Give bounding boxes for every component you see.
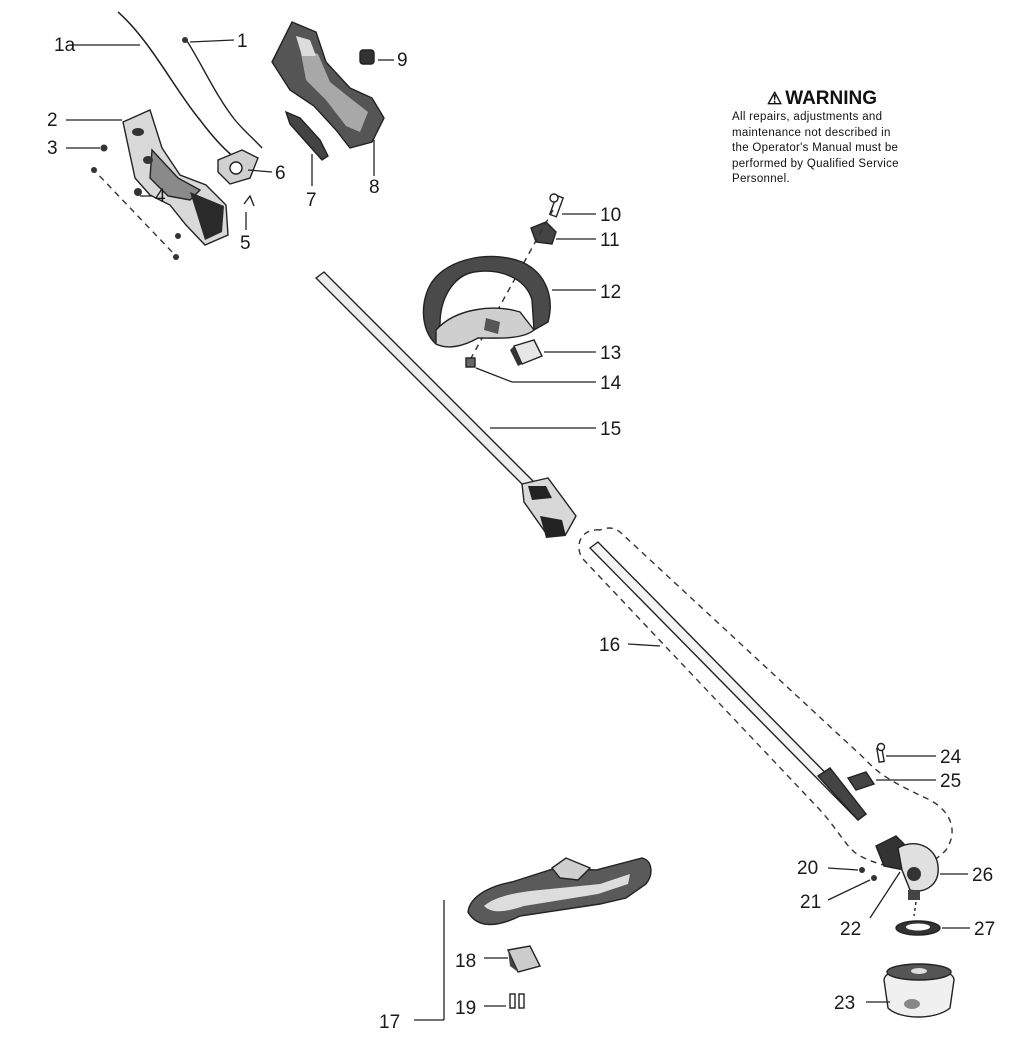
gear-head-26 xyxy=(875,835,939,900)
screw xyxy=(175,233,181,239)
callout-27: 27 xyxy=(974,919,995,940)
warning-line: maintenance not described in xyxy=(732,126,891,139)
callout-5: 5 xyxy=(240,233,251,254)
callout-16: 16 xyxy=(599,635,620,656)
callout-25: 25 xyxy=(940,771,961,792)
warning-line: Personnel. xyxy=(732,173,790,185)
grass-guard xyxy=(467,857,652,926)
spring-5 xyxy=(243,194,255,207)
callout-9: 9 xyxy=(397,50,408,71)
warning-notice: ⚠WARNING All repairs, adjustments and ma… xyxy=(732,88,962,188)
callout-26: 26 xyxy=(972,865,993,886)
callout-17: 17 xyxy=(379,1012,400,1033)
screws-19 xyxy=(509,993,525,1009)
callout-21: 21 xyxy=(800,892,821,913)
guard-bracket-18 xyxy=(506,945,542,973)
trimmer-head-23 xyxy=(883,963,955,1018)
callout-2: 2 xyxy=(47,110,58,131)
washer-27 xyxy=(895,920,941,936)
callout-3: 3 xyxy=(47,138,58,159)
warning-line: the Operator's Manual must be xyxy=(732,142,899,154)
callout-14: 14 xyxy=(600,373,622,394)
callout-24: 24 xyxy=(940,747,962,768)
screw-3 xyxy=(100,144,108,152)
throttle-trigger xyxy=(284,110,329,161)
callout-23: 23 xyxy=(834,993,855,1014)
rear-handle-housing xyxy=(122,109,229,246)
bolt-10 xyxy=(548,193,565,218)
callout-12: 12 xyxy=(600,282,621,303)
callout-6: 6 xyxy=(275,163,286,184)
lower-shaft-outline xyxy=(578,527,953,869)
warning-title-text: WARNING xyxy=(785,88,878,109)
callout-1a: 1a xyxy=(54,35,76,56)
warning-line: performed by Qualified Service xyxy=(732,157,899,170)
front-assist-handle xyxy=(422,255,551,348)
lockout-lever xyxy=(217,149,259,185)
screw-4 xyxy=(134,188,142,196)
handle-housing-half xyxy=(271,21,385,149)
warning-title: ⚠WARNING xyxy=(732,88,912,110)
callout-10: 10 xyxy=(600,205,621,226)
screw xyxy=(91,167,97,173)
upper-shaft xyxy=(314,271,577,538)
callout-13: 13 xyxy=(600,343,621,364)
screw-20 xyxy=(859,867,865,873)
warning-triangle-icon: ⚠ xyxy=(766,89,783,108)
nut-9 xyxy=(359,49,375,65)
callout-19: 19 xyxy=(455,998,476,1019)
screw xyxy=(173,254,179,260)
callout-20: 20 xyxy=(797,858,818,879)
lower-shaft xyxy=(588,541,868,821)
callout-4: 4 xyxy=(155,186,166,207)
callout-1: 1 xyxy=(237,31,248,52)
screw-21 xyxy=(871,875,877,881)
leader-lines xyxy=(66,39,970,1021)
throttle-cable-1 xyxy=(182,37,263,149)
throttle-cable-1a xyxy=(117,11,236,159)
callout-7: 7 xyxy=(306,190,317,211)
nut-14 xyxy=(465,357,476,368)
callout-22: 22 xyxy=(840,919,861,940)
clamp-block-13 xyxy=(510,339,543,366)
warning-line: All repairs, adjustments and xyxy=(732,111,883,123)
warning-body: All repairs, adjustments and maintenance… xyxy=(732,110,962,188)
callout-11: 11 xyxy=(600,230,620,251)
screw-24 xyxy=(876,742,886,764)
callout-15: 15 xyxy=(600,419,621,440)
callout-18: 18 xyxy=(455,951,476,972)
clamp-11 xyxy=(530,221,557,245)
callout-8: 8 xyxy=(369,177,380,198)
bracket-25 xyxy=(846,771,876,791)
callout-labels: 1a 1 2 3 4 5 6 7 8 9 10 11 12 13 14 15 1… xyxy=(47,31,995,1033)
